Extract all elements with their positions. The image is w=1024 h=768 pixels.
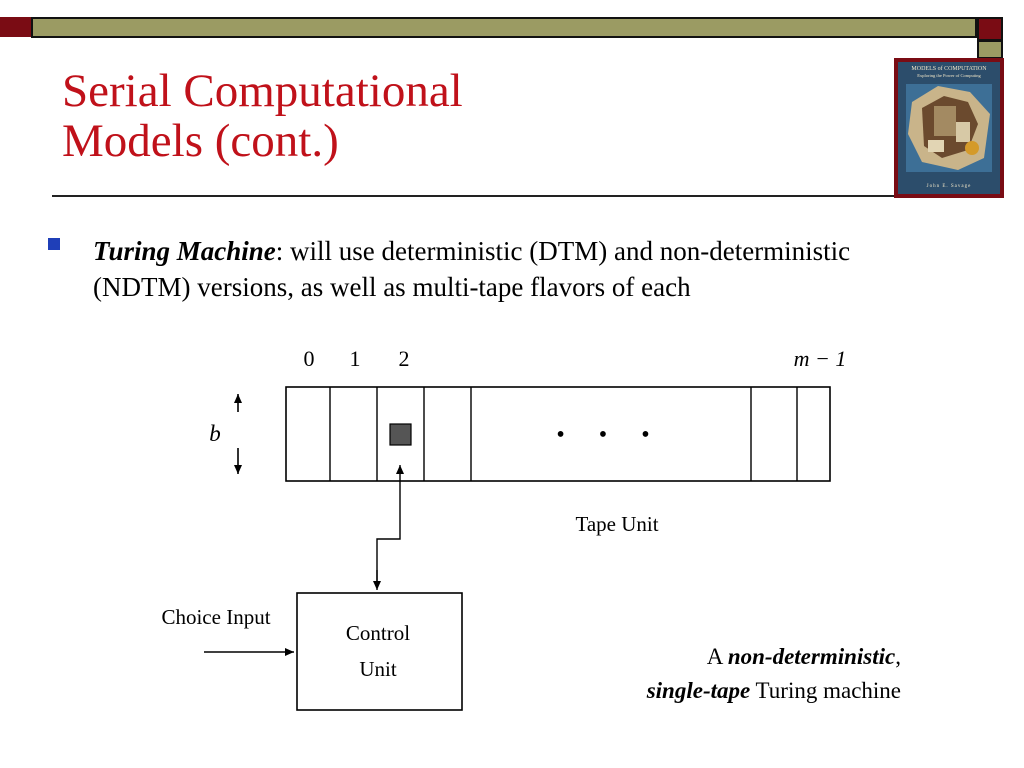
corner-square-olive <box>977 40 1003 59</box>
tape-unit-label: Tape Unit <box>575 512 658 536</box>
cell-label-last: m − 1 <box>794 346 847 371</box>
control-unit-box <box>297 593 462 710</box>
top-bar-olive <box>31 17 977 38</box>
caption-emphasis-2: single-tape <box>647 678 751 703</box>
book-cover-art: MODELS of COMPUTATION Exploring the Powe… <box>898 62 1000 194</box>
caption-line-2: single-tape Turing machine <box>647 674 901 708</box>
corner-square-dark <box>977 17 1003 41</box>
caption-prefix: A <box>707 644 728 669</box>
caption-emphasis-1: non-deterministic <box>728 644 895 669</box>
control-unit-label-line-2: Unit <box>359 657 397 681</box>
slide-title-line-2: Models (cont.) <box>62 116 463 166</box>
caption-comma: , <box>895 644 901 669</box>
cell-label-1: 1 <box>350 346 361 371</box>
diagram-caption: A non-deterministic, single-tape Turing … <box>647 640 901 708</box>
book-subtitle: Exploring the Power of Computing <box>898 73 1000 78</box>
control-unit-label-line-1: Control <box>346 621 410 645</box>
book-cover-image: MODELS of COMPUTATION Exploring the Powe… <box>894 58 1004 198</box>
bullet-term: Turing Machine <box>93 236 276 266</box>
tape-head-square <box>390 424 411 445</box>
tape-ellipsis: • • • <box>556 422 663 448</box>
bullet-square-icon <box>48 238 60 250</box>
bullet-text: Turing Machine: will use deterministic (… <box>93 233 943 305</box>
caption-suffix: Turing machine <box>750 678 901 703</box>
title-divider <box>52 195 894 197</box>
head-control-connector <box>377 474 400 585</box>
height-label: b <box>209 421 221 446</box>
slide-title: Serial Computational Models (cont.) <box>62 66 463 166</box>
slide-title-line-1: Serial Computational <box>62 66 463 116</box>
book-author: John E. Savage <box>898 184 1000 189</box>
choice-input-label: Choice Input <box>161 605 270 629</box>
caption-line-1: A non-deterministic, <box>647 640 901 674</box>
book-title: MODELS of COMPUTATION <box>898 66 1000 73</box>
book-cover-illustration <box>898 62 1000 194</box>
tape <box>286 387 830 481</box>
cell-label-0: 0 <box>304 346 315 371</box>
cell-label-2: 2 <box>399 346 410 371</box>
